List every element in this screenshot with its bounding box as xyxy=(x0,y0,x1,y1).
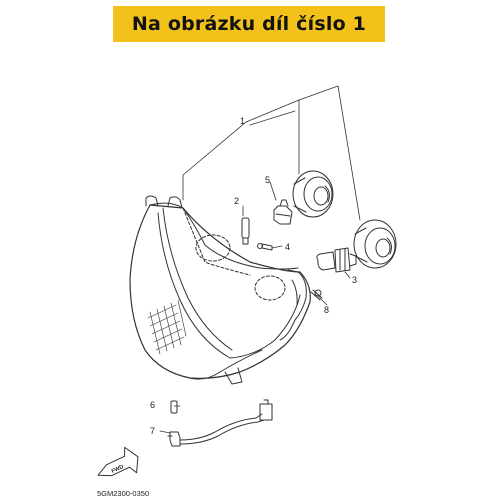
callout-6: 6 xyxy=(150,400,155,410)
part-3-main-bulb[interactable] xyxy=(316,247,357,273)
callout-labels: 1 2 3 4 5 6 7 8 xyxy=(150,116,357,436)
forward-arrow-icon: FWD xyxy=(97,446,139,477)
callout-7: 7 xyxy=(150,426,155,436)
callout-8: 8 xyxy=(324,305,329,315)
callout-2: 2 xyxy=(234,196,239,206)
callout-4: 4 xyxy=(285,242,290,252)
banner-text: Na obrázku díl číslo 1 xyxy=(131,13,367,35)
part-5-socket[interactable] xyxy=(273,199,293,225)
part-7-socket-cable[interactable] xyxy=(167,399,273,447)
title-banner: Na obrázku díl číslo 1 xyxy=(113,6,385,42)
leader-lines xyxy=(159,85,361,434)
headlight-assembly[interactable] xyxy=(129,195,311,385)
bulb-socket-upper[interactable] xyxy=(292,170,334,218)
diagram-code: 5GM2300-0350 xyxy=(97,489,149,498)
lens-grid-pattern xyxy=(147,299,187,355)
part-6-bulb[interactable] xyxy=(170,400,178,414)
fwd-label: FWD xyxy=(111,464,125,475)
callout-5: 5 xyxy=(265,175,270,185)
callout-1: 1 xyxy=(240,116,245,126)
part-4-screw[interactable] xyxy=(257,243,273,251)
callout-3: 3 xyxy=(352,275,357,285)
bulb-socket-lower[interactable] xyxy=(353,219,397,269)
part-2-small-bulb[interactable] xyxy=(241,217,250,245)
